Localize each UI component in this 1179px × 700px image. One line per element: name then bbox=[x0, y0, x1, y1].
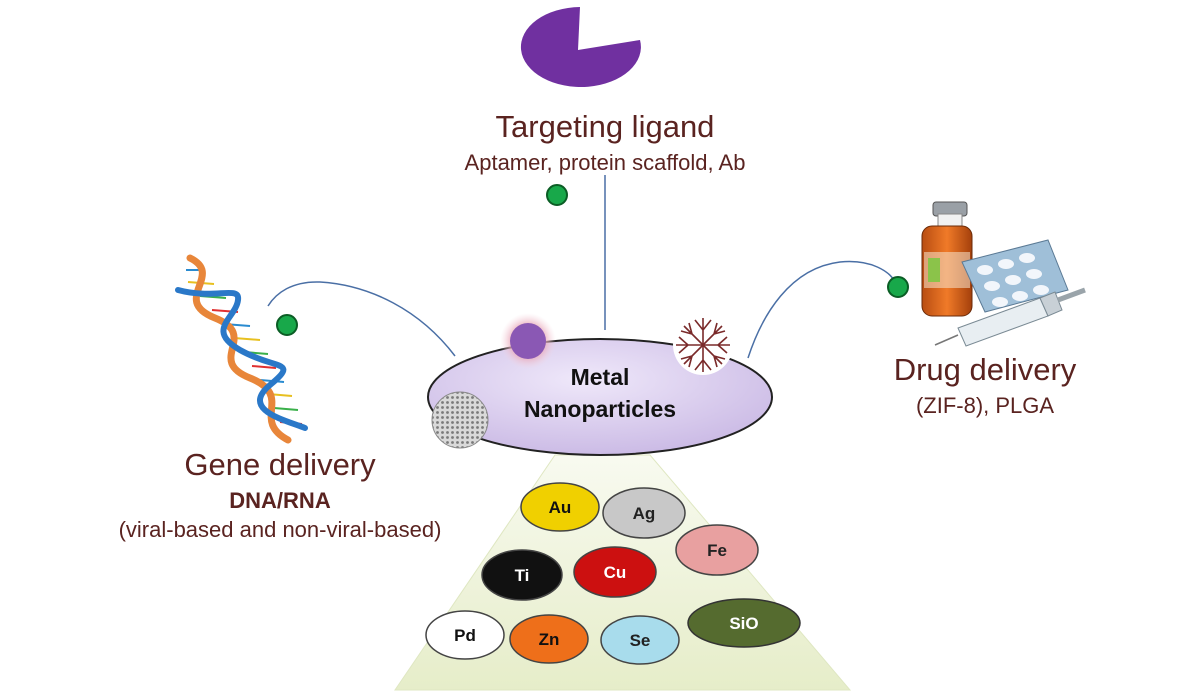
gene-subtitle: (viral-based and non-viral-based) bbox=[118, 517, 442, 542]
drug-subtitle: (ZIF-8), PLGA bbox=[915, 393, 1055, 418]
metal-label: Cu bbox=[604, 563, 627, 582]
targeting-title: Targeting ligand bbox=[495, 109, 715, 144]
metal-label: Ti bbox=[515, 566, 530, 585]
metal-label: Pd bbox=[454, 626, 476, 645]
gene-dna-rna: DNA/RNA bbox=[229, 488, 331, 513]
connector-drug bbox=[747, 260, 896, 359]
pill-blister-icon bbox=[961, 239, 1069, 313]
metal-ag: Ag bbox=[602, 487, 686, 539]
metal-zn: Zn bbox=[509, 614, 589, 664]
connector-gene bbox=[267, 281, 456, 357]
metal-fe: Fe bbox=[675, 524, 759, 576]
pie-ligand-icon bbox=[520, 7, 641, 87]
binding-dot-targeting bbox=[546, 184, 568, 206]
dendrimer-icon bbox=[673, 315, 733, 375]
porous-sphere-icon bbox=[431, 391, 489, 449]
metal-label: Ag bbox=[633, 504, 656, 523]
center-title-line1: Metal bbox=[570, 364, 630, 390]
metal-ti: Ti bbox=[481, 549, 563, 601]
metal-label: Zn bbox=[539, 630, 560, 649]
drug-bottle-icon bbox=[921, 201, 973, 317]
metal-se: Se bbox=[600, 615, 680, 665]
syringe-icon bbox=[934, 287, 1086, 347]
metal-label: SiO bbox=[729, 614, 758, 633]
metal-label: Au bbox=[549, 498, 572, 517]
drug-title: Drug delivery bbox=[893, 352, 1077, 387]
center-title-line2: Nanoparticles bbox=[523, 396, 677, 422]
binding-dot-drug bbox=[887, 276, 909, 298]
metal-au: Au bbox=[520, 482, 600, 532]
metal-label: Se bbox=[630, 631, 651, 650]
dna-helix-icon bbox=[175, 254, 308, 444]
metal-pd: Pd bbox=[425, 610, 505, 660]
metal-sio: SiO bbox=[687, 598, 801, 648]
glowing-particle-icon bbox=[500, 313, 556, 369]
metal-label: Fe bbox=[707, 541, 727, 560]
metal-cu: Cu bbox=[573, 546, 657, 598]
targeting-subtitle: Aptamer, protein scaffold, Ab bbox=[464, 150, 746, 175]
gene-title: Gene delivery bbox=[184, 447, 376, 482]
binding-dot-gene bbox=[276, 314, 298, 336]
